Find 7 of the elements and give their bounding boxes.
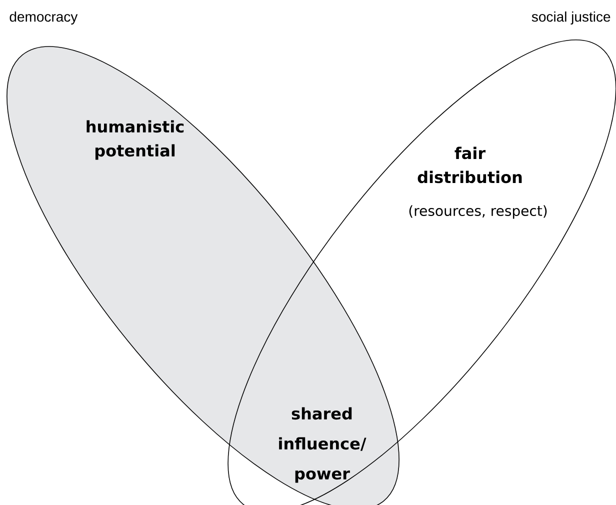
heading: social justice — [532, 11, 610, 24]
overlap-label: shared influence/ power — [279, 407, 366, 483]
ellipse-label: (resources, respect) — [409, 205, 547, 219]
heading: democracy — [10, 11, 78, 24]
ellipse-label: fair distribution — [418, 146, 522, 184]
ellipse — [6, 46, 400, 505]
ellipse-label: humanistic potential — [86, 120, 184, 160]
